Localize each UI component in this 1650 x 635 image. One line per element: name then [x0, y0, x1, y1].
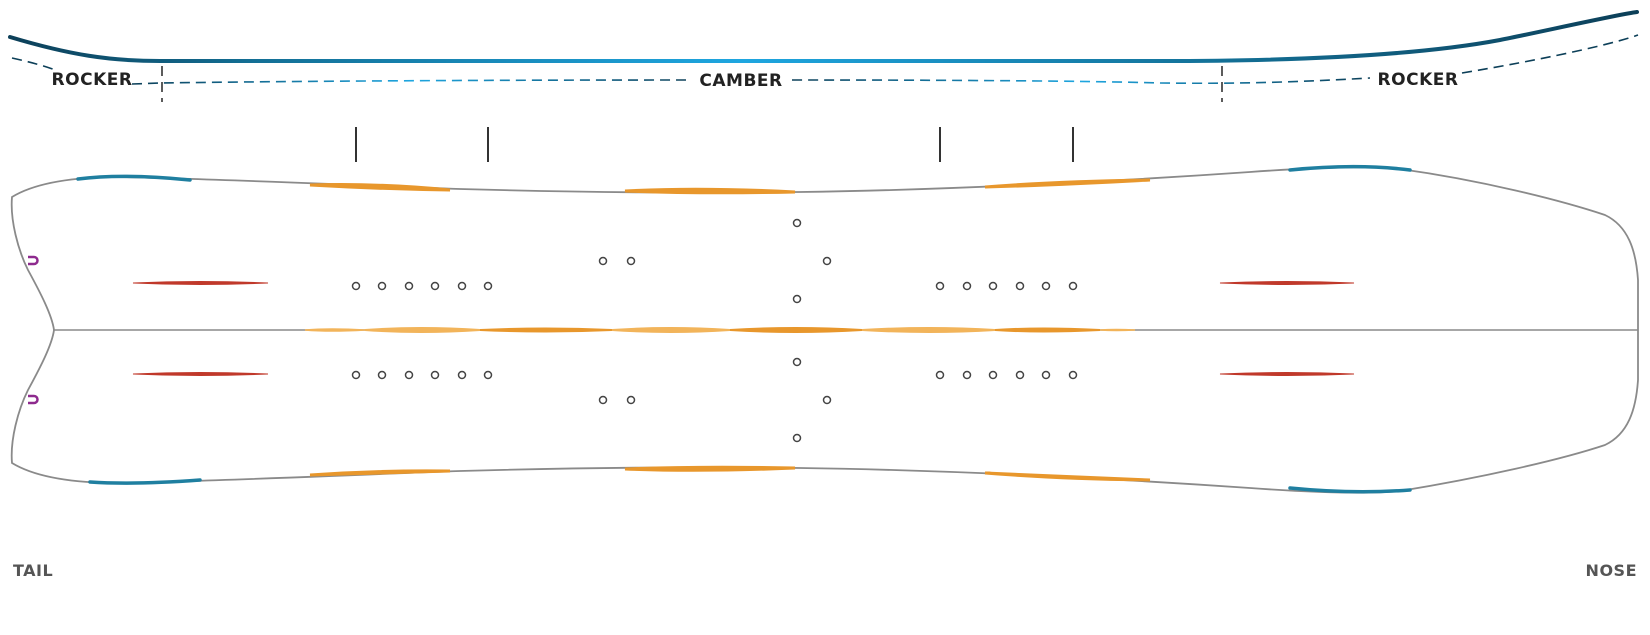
nose-label: NOSE: [1586, 561, 1637, 580]
center-accent: [304, 328, 366, 332]
circle-insert-icon: [792, 433, 802, 443]
sidecut-accent: [624, 465, 796, 472]
profile-dashed-camber-left: [131, 79, 691, 85]
tail-rocker-edge-bottom: [88, 478, 202, 485]
inner-stripe: [1219, 281, 1355, 285]
circle-insert-icon: [792, 218, 802, 228]
sidecut-accent: [309, 469, 451, 477]
tail-label: TAIL: [13, 561, 53, 580]
profile-dashed-camber-right: [791, 77, 1371, 85]
profile-dashed-nose: [1461, 34, 1639, 74]
circle-insert-icon: [935, 281, 945, 291]
circle-insert-icon: [430, 370, 440, 380]
profile-solid-line: [8, 10, 1639, 63]
circle-insert-icon: [457, 370, 467, 380]
camber-label: CAMBER: [699, 71, 782, 91]
circle-insert-icon: [483, 281, 493, 291]
circle-insert-icon: [1041, 281, 1051, 291]
sidecut-accent: [309, 183, 451, 192]
circle-insert-icon: [457, 281, 467, 291]
circle-insert-icon: [404, 370, 414, 380]
nose-rocker-edge-bottom: [1288, 486, 1412, 494]
circle-insert-icon: [430, 281, 440, 291]
rocker-tail-label: ROCKER: [52, 70, 133, 90]
center-accent: [861, 327, 996, 333]
circle-insert-icon: [626, 395, 636, 405]
center-accent: [364, 327, 481, 333]
circle-insert-icon: [404, 281, 414, 291]
skin-clip-icon: [28, 255, 39, 266]
tail-rocker-edge-top: [76, 174, 192, 182]
circle-insert-icon: [962, 370, 972, 380]
circle-insert-icon: [1068, 281, 1078, 291]
circle-insert-icon: [351, 281, 361, 291]
skin-clip-icon: [28, 394, 39, 405]
nose-rocker-edge-top: [1288, 164, 1412, 172]
circle-insert-icon: [792, 357, 802, 367]
circle-insert-icon: [1068, 370, 1078, 380]
circle-insert-icon: [935, 370, 945, 380]
circle-insert-icon: [962, 281, 972, 291]
center-accent: [611, 327, 731, 333]
circle-insert-icon: [598, 256, 608, 266]
binding-inserts: [351, 218, 1078, 443]
circle-insert-icon: [988, 281, 998, 291]
center-accent: [479, 327, 613, 333]
circle-insert-icon: [988, 370, 998, 380]
sidecut-accent: [984, 178, 1151, 189]
circle-insert-icon: [822, 256, 832, 266]
sidecut-accent: [984, 471, 1151, 482]
inner-stripe: [132, 281, 269, 285]
circle-insert-icon: [351, 370, 361, 380]
circle-insert-icon: [1015, 281, 1025, 291]
circle-insert-icon: [483, 370, 493, 380]
center-accent: [994, 327, 1101, 333]
circle-insert-icon: [377, 370, 387, 380]
inner-stripe: [132, 372, 269, 376]
circle-insert-icon: [1041, 370, 1051, 380]
inner-stripe: [1219, 372, 1355, 376]
circle-insert-icon: [626, 256, 636, 266]
center-accent: [729, 327, 863, 333]
sidecut-accent: [624, 187, 796, 195]
circle-insert-icon: [822, 395, 832, 405]
circle-insert-icon: [598, 395, 608, 405]
center-accent: [1099, 328, 1136, 332]
rocker-nose-label: ROCKER: [1378, 70, 1459, 90]
profile-dashed-tail: [11, 57, 56, 71]
camber-profile: ROCKER CAMBER ROCKER: [8, 10, 1639, 102]
stance-markers: [355, 127, 1074, 162]
board-top-view: [10, 164, 1639, 494]
circle-insert-icon: [1015, 370, 1025, 380]
circle-insert-icon: [792, 294, 802, 304]
circle-insert-icon: [377, 281, 387, 291]
